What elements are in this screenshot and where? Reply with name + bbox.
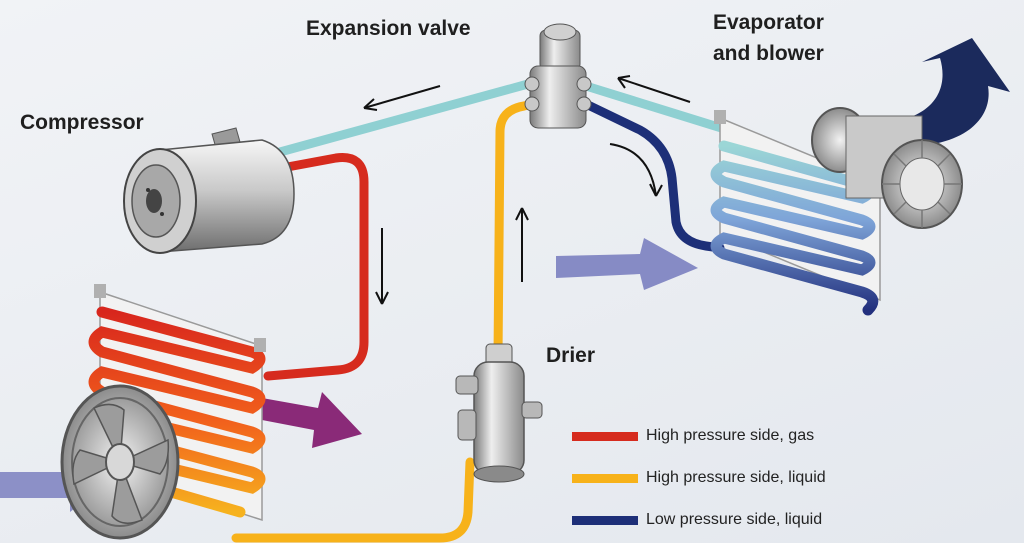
legend-text-high-gas: High pressure side, gas [646, 427, 815, 444]
legend-item-high-gas: High pressure side, gas [572, 424, 814, 448]
legend-item-low-liquid: Low pressure side, liquid [572, 508, 822, 532]
flow-arrows [363, 75, 691, 305]
expansion-valve-label: Expansion valve [306, 17, 471, 40]
compressor-icon [123, 127, 295, 254]
evaporator-label-line1: Evaporator [713, 11, 824, 34]
low-pressure-liquid-line [581, 99, 725, 253]
legend-swatch-high-liquid [572, 473, 638, 483]
compressor-label: Compressor [20, 111, 144, 134]
legend-text-high-liquid: High pressure side, liquid [646, 469, 826, 486]
low-pressure-gas-line [275, 79, 765, 157]
airflow-in-evaporator-arrow [556, 238, 698, 290]
legend-swatch-high-gas [572, 431, 638, 441]
fan-icon [60, 384, 180, 540]
drier-label: Drier [546, 344, 596, 367]
legend-text-low-liquid: Low pressure side, liquid [646, 511, 823, 528]
drier-icon [455, 343, 543, 483]
legend-swatch-low-liquid [572, 515, 638, 525]
expansion-valve-icon [524, 23, 592, 129]
blower-icon [811, 107, 963, 229]
hot-air-out-arrow [262, 392, 362, 448]
high-pressure-liquid-line [231, 99, 537, 543]
legend-item-high-liquid: High pressure side, liquid [572, 466, 826, 490]
high-pressure-gas-line [263, 153, 369, 381]
evaporator-label-line2: and blower [713, 42, 824, 65]
